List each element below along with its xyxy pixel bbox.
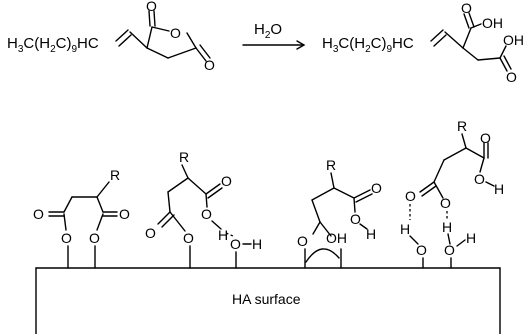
surface-hydrogen-2: H xyxy=(442,219,452,235)
ester-carbonyl-oxygen-2: O xyxy=(119,206,130,222)
acid-oxygen-3: O xyxy=(474,171,485,187)
ring-oxygen: O xyxy=(170,25,181,41)
surface-hydrogen: H xyxy=(400,221,410,237)
acid-hydrogen-3: H xyxy=(494,181,504,197)
acid-carbonyl-oxygen: O xyxy=(461,0,472,16)
ring-carbonyl-oxygen: O xyxy=(146,0,157,14)
acid-hydroxyl-2: OH xyxy=(503,32,524,48)
r-group-2: R xyxy=(179,149,189,165)
r-group-4: R xyxy=(457,118,467,134)
acid-carbonyl-oxygen-5: O xyxy=(480,130,491,146)
reaction-arrow: H2O xyxy=(242,21,306,50)
bridging-hydroxyl: OH xyxy=(326,230,347,246)
binding-mode-bidentate: R O O O O xyxy=(33,167,130,269)
acid-carbonyl-oxygen-4: O xyxy=(371,180,382,196)
ester-oxygen: O xyxy=(61,230,72,246)
acid-oxygen-4: O xyxy=(440,195,451,211)
surface-oxygen: O xyxy=(416,242,427,258)
reactant-chain-label: H3C(H2C)9HC xyxy=(7,35,99,55)
acid-hydrogen-2: H xyxy=(366,226,376,242)
binding-mode-monodentate: R O O O O H O H xyxy=(145,149,262,269)
ester-oxygen-3: O xyxy=(183,230,194,246)
product-molecule: H3C(H2C)9HC O OH OH O xyxy=(322,0,524,85)
binding-mode-hydrogen-bond: R O O H O O H H O O H xyxy=(400,118,504,269)
r-group-3: R xyxy=(326,157,336,173)
acid-carbonyl-oxygen-2: O xyxy=(506,69,517,85)
acid-hydroxyl: OH xyxy=(482,15,503,31)
r-group-1: R xyxy=(110,167,120,183)
surface-hydroxyl-hydrogen: H xyxy=(252,236,262,252)
ester-carbonyl-oxygen-3: O xyxy=(145,225,156,241)
water-reagent-label: H2O xyxy=(254,21,282,41)
reactant-molecule: H3C(H2C)9HC O O O xyxy=(7,0,215,73)
acid-hydrogen: H xyxy=(218,227,228,243)
acid-carbonyl-oxygen-3: O xyxy=(221,173,232,189)
acid-oxygen-2: O xyxy=(350,211,361,227)
product-chain-label: H3C(H2C)9HC xyxy=(322,35,414,55)
ester-carbonyl-oxygen: O xyxy=(33,206,44,222)
acid-oxygen: O xyxy=(201,206,212,222)
surface-hydrogen-3: H xyxy=(466,230,476,246)
ring-carbonyl-oxygen-2: O xyxy=(204,57,215,73)
surface-hydroxyl-oxygen: O xyxy=(230,236,241,252)
acid-carbonyl-oxygen-6: O xyxy=(405,188,416,204)
bridging-oxygen: O xyxy=(297,233,308,249)
ester-oxygen-2: O xyxy=(89,230,100,246)
surface-label: HA surface xyxy=(232,291,301,307)
ha-surface: HA surface xyxy=(35,267,501,334)
surface-oxygen-2: O xyxy=(444,242,455,258)
binding-mode-bridging: R O O H O OH xyxy=(297,157,382,269)
